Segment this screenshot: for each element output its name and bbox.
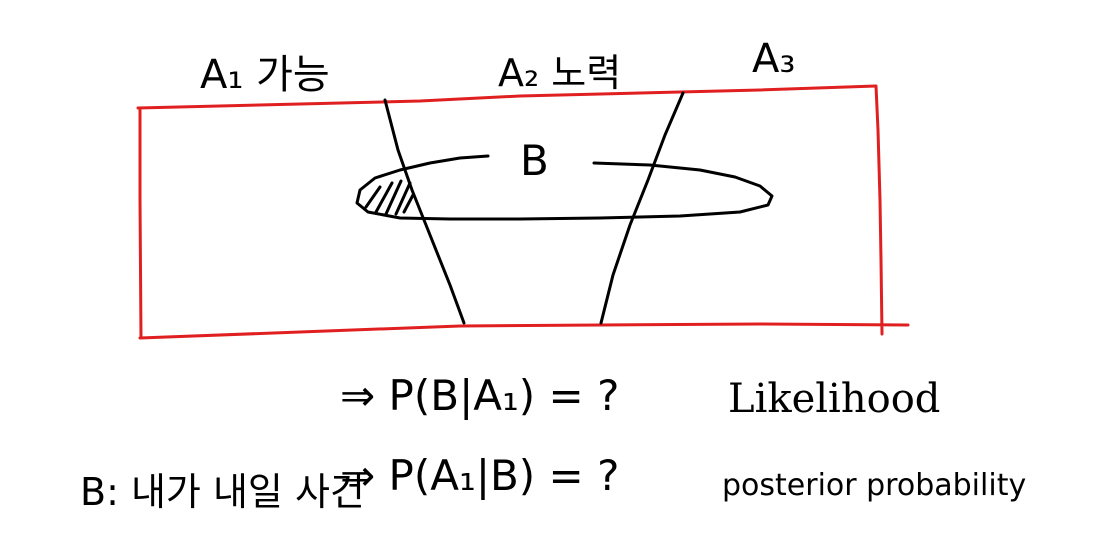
label-b: B [520,136,549,185]
likelihood-name: Likelihood [728,376,940,422]
label-a3: A₃ [752,36,795,82]
label-a2: A₂ 노력 [498,51,621,95]
posterior-expression: ⇒ P(A₁|B) = ? [340,451,619,500]
posterior-name: posterior probability [722,468,1026,503]
likelihood-expression: ⇒ P(B|A₁) = ? [340,371,619,420]
label-a1: A₁ 가능 [200,52,330,98]
partition-line-right [599,91,685,325]
sample-space-frame [136,84,910,340]
event-b-definition: B: 내가 내일 사건 [80,470,365,514]
event-b-ellipse [355,154,774,221]
intersection-hatch [364,179,415,216]
partition-line-left [383,98,466,325]
